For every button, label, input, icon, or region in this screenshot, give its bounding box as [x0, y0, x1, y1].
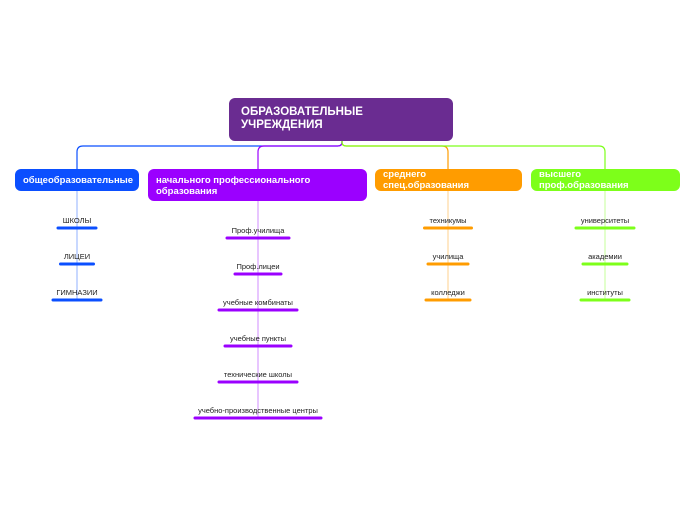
- root-connector: [257, 141, 343, 169]
- leaf-item[interactable]: Проф.лицеи: [236, 262, 280, 271]
- leaf-item[interactable]: учебно-производственные центры: [198, 406, 318, 415]
- branch-label: высшего проф.образования: [539, 169, 629, 191]
- root-title: ОБРАЗОВАТЕЛЬНЫЕ УЧРЕЖДЕНИЯ: [241, 106, 363, 131]
- leaf-item[interactable]: ШКОЛЫ: [62, 216, 92, 225]
- branch-label: начального профессионального образования: [156, 175, 311, 197]
- branch-secondary-special[interactable]: среднего спец.образования: [375, 169, 522, 191]
- leaf-item[interactable]: Проф.училища: [231, 226, 285, 235]
- leaf-item[interactable]: учебные комбинаты: [223, 298, 293, 307]
- branch-label: среднего спец.образования: [383, 169, 470, 191]
- branch-initial-vocational[interactable]: начального профессионального образования: [148, 169, 367, 201]
- leaf-item[interactable]: ЛИЦЕИ: [63, 252, 91, 261]
- leaf-item[interactable]: училища: [432, 252, 464, 261]
- leaf-item[interactable]: ГИМНАЗИИ: [56, 288, 98, 297]
- leaf-item[interactable]: университеты: [580, 216, 630, 225]
- branch-general-education[interactable]: общеобразовательные: [15, 169, 139, 191]
- leaf-item[interactable]: колледжи: [431, 288, 465, 297]
- leaf-item[interactable]: техникумы: [429, 216, 467, 225]
- leaf-item[interactable]: академии: [588, 252, 622, 261]
- root-connector: [76, 141, 343, 169]
- root-connector: [341, 141, 606, 169]
- root-connector: [341, 141, 449, 169]
- branch-label: общеобразовательные: [23, 174, 134, 186]
- leaf-item[interactable]: институты: [587, 288, 623, 297]
- root-node[interactable]: ОБРАЗОВАТЕЛЬНЫЕ УЧРЕЖДЕНИЯ: [229, 98, 453, 141]
- leaf-item[interactable]: учебные пункты: [230, 334, 286, 343]
- leaf-item[interactable]: технические школы: [223, 370, 293, 379]
- branch-higher-vocational[interactable]: высшего проф.образования: [531, 169, 680, 191]
